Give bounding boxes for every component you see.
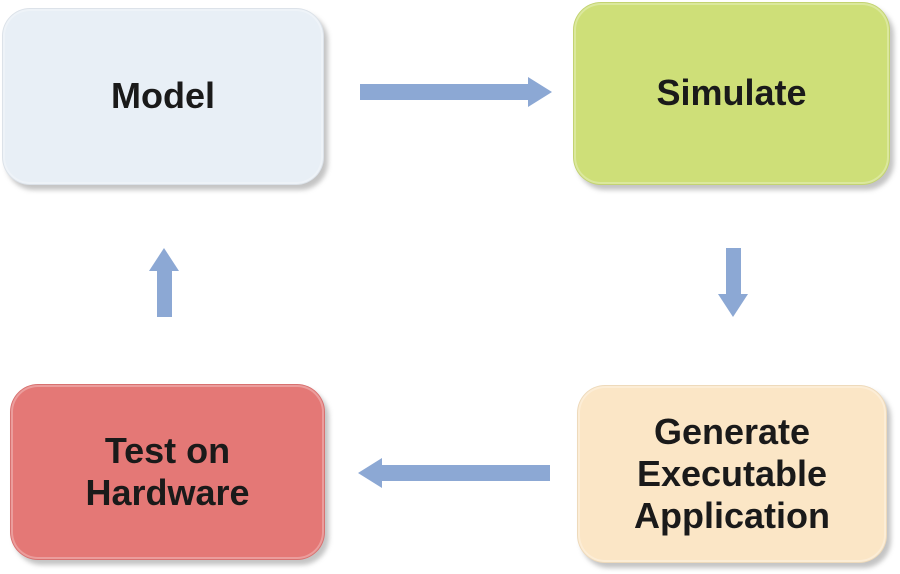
arrow-up-head-icon [149,248,179,271]
node-model: Model [2,8,324,185]
node-test-on-hardware-label: Test on Hardware [85,429,250,513]
arrow-model-to-simulate [360,77,552,107]
arrow-test-to-model [149,248,179,317]
arrow-left-head-icon [358,458,382,488]
node-simulate: Simulate [573,2,890,185]
node-generate-executable-application: Generate Executable Application [577,385,887,563]
arrow-down-head-icon [718,294,748,317]
node-model-label: Model [111,75,215,117]
arrow-shaft [360,84,528,100]
arrow-simulate-to-generate [718,248,748,317]
arrow-generate-to-test [358,458,550,488]
node-generate-executable-application-label: Generate Executable Application [634,410,830,537]
arrow-shaft [382,465,550,481]
node-test-on-hardware: Test on Hardware [10,384,325,560]
arrow-shaft [725,248,741,294]
arrow-shaft [156,271,172,317]
arrow-right-head-icon [528,77,552,107]
node-simulate-label: Simulate [656,72,807,114]
